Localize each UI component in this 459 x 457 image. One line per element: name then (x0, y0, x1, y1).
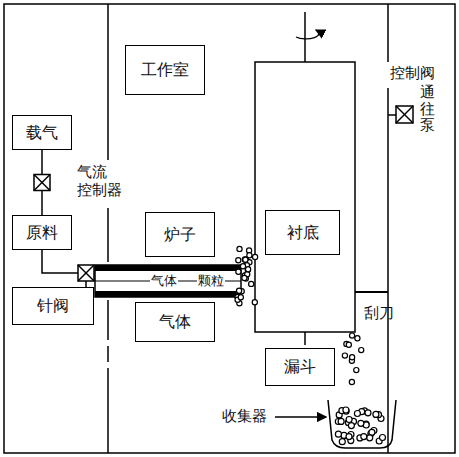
control-valve (388, 106, 413, 123)
box-text: 漏斗 (284, 357, 316, 376)
shaft (304, 12, 306, 62)
particle-label: 颗粒 (197, 273, 225, 289)
carrier-gas-box: 载气 (12, 115, 72, 150)
left-wall (107, 4, 109, 453)
tube-gas-label: 气体 (150, 273, 178, 289)
substrate-box: 衬底 (265, 210, 340, 255)
to-pump-label: 通往泵 (420, 84, 435, 134)
funnel-link (304, 332, 306, 345)
outer-frame (4, 4, 455, 453)
box-text: 炉子 (164, 225, 196, 244)
right-wall (387, 4, 389, 453)
box-text: 气体 (159, 312, 191, 331)
box-text: 衬底 (287, 223, 319, 242)
box-text: 工作室 (141, 60, 189, 79)
box-text: 原料 (26, 223, 58, 242)
funnel-box: 漏斗 (265, 348, 335, 386)
control-valve-label: 控制阀 (390, 64, 435, 82)
box-text: 针阀 (37, 296, 69, 315)
valve-symbol (34, 175, 50, 191)
collector-pointer (275, 416, 326, 417)
box-text: 载气 (26, 123, 58, 142)
needle-valve-box: 针阀 (12, 287, 94, 325)
scraper-blade (355, 291, 388, 293)
airflow-controller-label: 气流 控制器 (77, 163, 125, 199)
rotation-arrow (296, 30, 319, 39)
furnace-box: 炉子 (145, 212, 215, 257)
collector-bowl (328, 400, 396, 448)
substrate-drum (255, 62, 355, 332)
gas-box: 气体 (135, 302, 215, 342)
collector-label: 收集器 (222, 407, 267, 425)
scraper-label: 刮刀 (364, 304, 394, 322)
valve-symbol (78, 265, 94, 281)
chamber-label-box: 工作室 (125, 45, 205, 95)
feedstock-box: 原料 (12, 215, 72, 250)
feed-tube (95, 265, 241, 297)
